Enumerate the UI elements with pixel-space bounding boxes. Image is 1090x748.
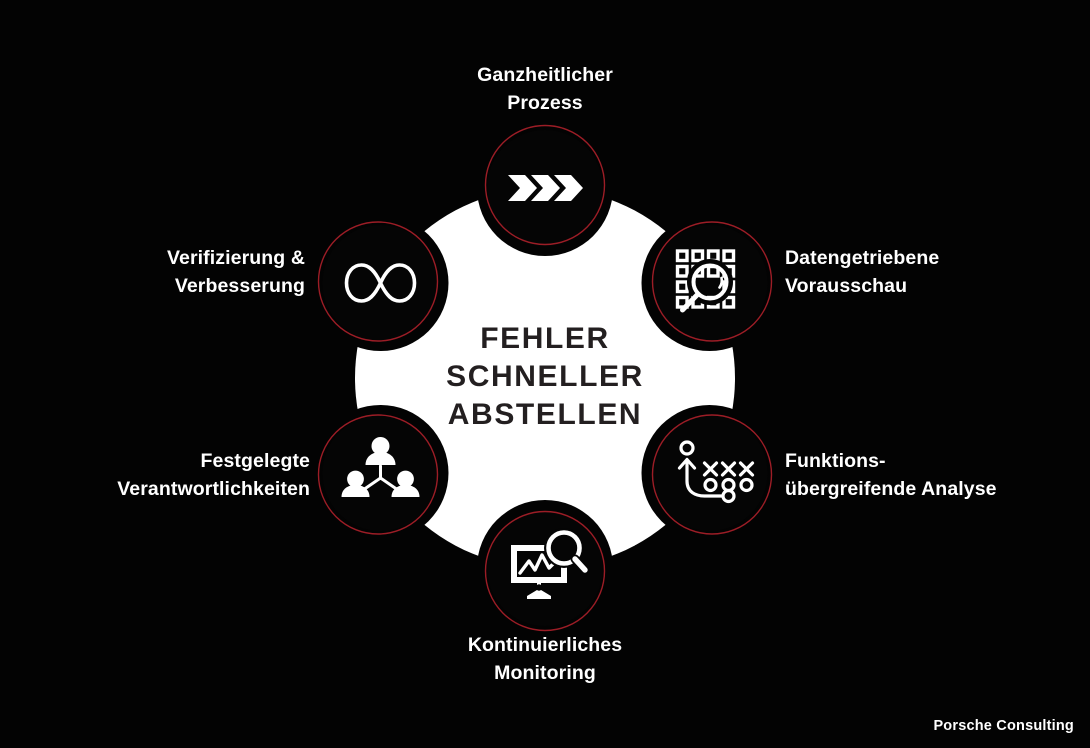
brand-wordmark: Porsche Consulting (933, 718, 1074, 734)
org-chart-people-icon (341, 437, 420, 497)
node-label-ganzheitlicher-prozess: Ganzheitlicher Prozess (477, 64, 613, 114)
infinity-icon (344, 263, 417, 303)
node-label-kontinuierliches-monitoring: Kontinuierliches Monitoring (467, 634, 623, 684)
node-bubble-kontinuierliches-monitoring[interactable] (484, 510, 606, 632)
node-label-funktionsuebergreifende-analyse: Funktions- übergreifende Analyse (785, 450, 997, 500)
node-bubble-datengetriebene-vorausschau[interactable] (651, 221, 773, 342)
node-bubble-funktionsuebergreifende-analyse[interactable] (651, 414, 773, 535)
node-bubble-festgelegte-verantwortlichkeiten[interactable] (317, 414, 439, 535)
node-bubble-verifizierung-verbesserung[interactable] (317, 221, 439, 342)
monitor-chart-magnifier-icon (511, 528, 590, 599)
node-bubble-ganzheitlicher-prozess[interactable] (484, 124, 606, 247)
playbook-strategy-icon (677, 440, 755, 504)
node-label-datengetriebene-vorausschau: Datengetriebene Vorausschau (785, 247, 940, 297)
node-label-verifizierung-verbesserung: Verifizierung & Verbesserung (166, 247, 305, 297)
center-headline: FEHLER SCHNELLER ABSTELLEN (446, 322, 644, 431)
grid-magnifier-icon (675, 249, 736, 313)
node-label-festgelegte-verantwortlichkeiten: Festgelegte Verantwortlichkeiten (117, 450, 310, 500)
chevrons-right-icon (508, 175, 583, 201)
